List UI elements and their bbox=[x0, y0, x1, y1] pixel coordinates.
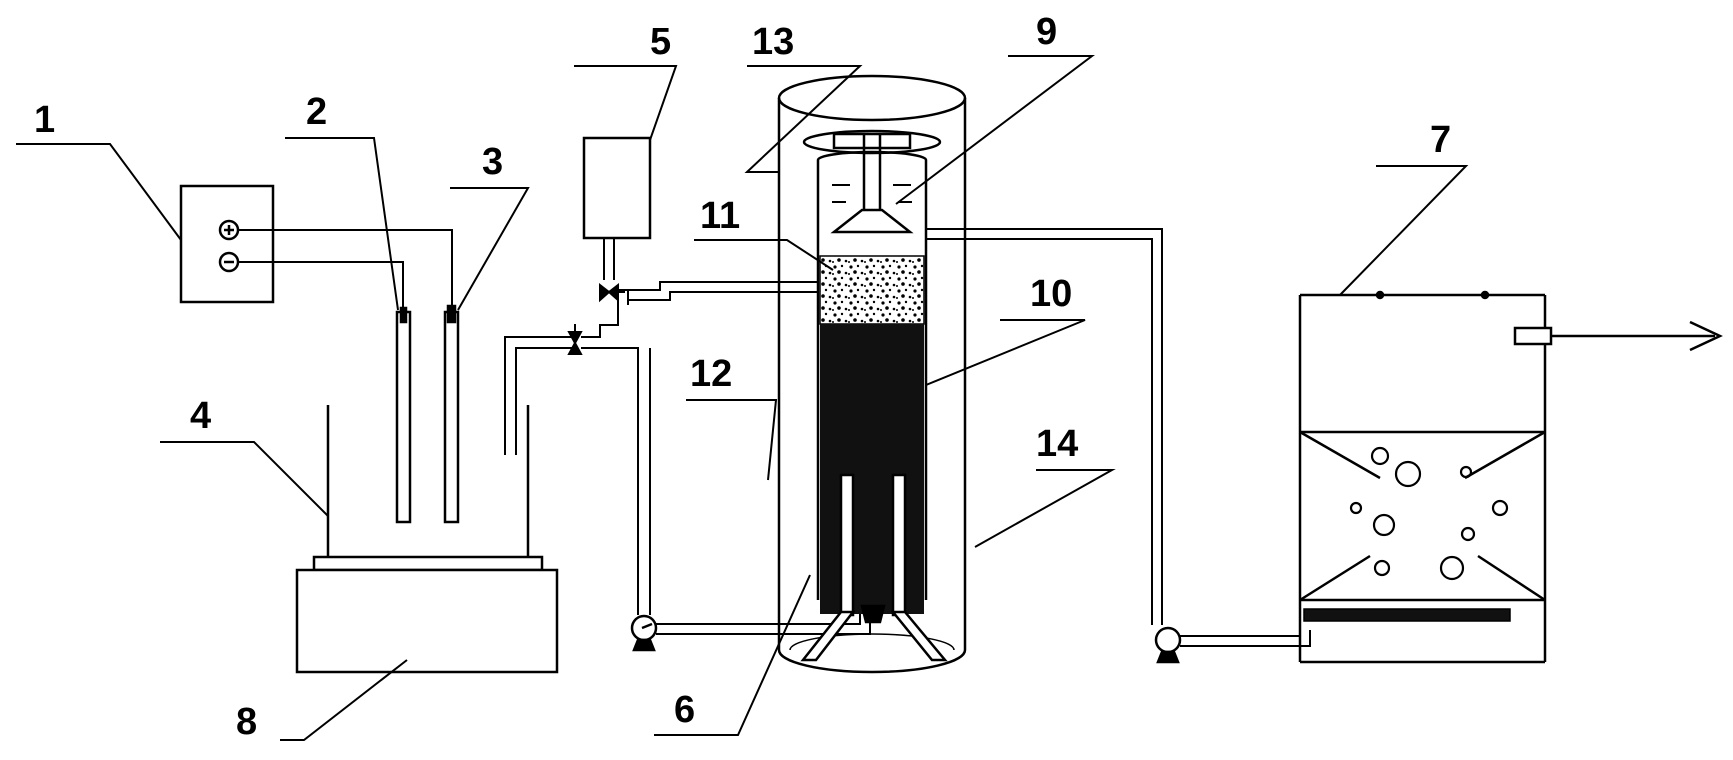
callout-1: 1 bbox=[34, 99, 55, 141]
magnetic-stirrer bbox=[295, 568, 559, 674]
leader-1 bbox=[16, 143, 182, 241]
callout-6: 6 bbox=[674, 689, 695, 731]
electrolytic-cell bbox=[312, 405, 544, 572]
leader-lines bbox=[16, 55, 1469, 741]
leader-7 bbox=[1339, 165, 1469, 296]
leader-8 bbox=[280, 659, 408, 741]
power-wires bbox=[238, 229, 453, 315]
dosing-tank bbox=[582, 136, 652, 240]
effluent-pipe bbox=[926, 228, 1163, 625]
tank-outlet bbox=[1513, 320, 1723, 352]
leader-13 bbox=[744, 65, 863, 173]
callout-4: 4 bbox=[190, 395, 211, 437]
callout-8: 8 bbox=[236, 701, 257, 743]
gas-liquid-separator bbox=[830, 135, 914, 234]
dosing-to-column-pipe bbox=[617, 281, 818, 304]
cell-outlet-pipe bbox=[504, 336, 575, 455]
outlet-valve bbox=[567, 324, 583, 355]
leader-5 bbox=[574, 65, 678, 141]
electrode-2 bbox=[395, 306, 412, 524]
callout-13: 13 bbox=[752, 21, 794, 63]
inner-distributor-tubes bbox=[839, 473, 907, 617]
callout-3: 3 bbox=[482, 141, 503, 183]
junction-pipes bbox=[581, 290, 651, 615]
leader-11 bbox=[694, 239, 834, 271]
air-bubbles bbox=[1349, 446, 1509, 581]
packed-bed bbox=[820, 324, 924, 614]
leader-2 bbox=[285, 137, 399, 311]
liquid-level-marks bbox=[832, 184, 912, 203]
leader-4 bbox=[160, 441, 329, 517]
pump-to-tank-pipe bbox=[1180, 620, 1311, 647]
callout-14: 14 bbox=[1036, 423, 1078, 465]
callout-10: 10 bbox=[1030, 273, 1072, 315]
leader-14 bbox=[974, 469, 1116, 548]
callout-12: 12 bbox=[690, 353, 732, 395]
callout-11: 11 bbox=[700, 195, 740, 237]
callout-5: 5 bbox=[650, 21, 671, 63]
aerator-bar bbox=[1303, 608, 1511, 622]
leader-12 bbox=[686, 399, 778, 481]
recirculation-pump bbox=[630, 614, 658, 652]
callout-2: 2 bbox=[306, 91, 327, 133]
leader-9 bbox=[895, 55, 1095, 205]
inner-column bbox=[802, 129, 942, 600]
electrode-3 bbox=[443, 304, 460, 524]
leader-6 bbox=[654, 574, 811, 736]
dosing-valve bbox=[599, 282, 625, 303]
granular-media-layer bbox=[819, 255, 925, 325]
callout-numbers: 1 2 3 4 5 6 7 8 9 10 11 12 13 14 bbox=[34, 11, 1451, 743]
power-supply bbox=[179, 184, 275, 304]
aeration-tank bbox=[1298, 290, 1547, 664]
leader-10 bbox=[925, 319, 1086, 386]
callout-9: 9 bbox=[1036, 11, 1057, 53]
callout-7: 7 bbox=[1430, 119, 1451, 161]
bottom-distributor bbox=[800, 604, 948, 662]
dosing-line bbox=[603, 238, 615, 280]
feed-pump bbox=[1154, 626, 1182, 664]
leader-3 bbox=[450, 187, 530, 311]
outer-jacket bbox=[777, 74, 967, 674]
